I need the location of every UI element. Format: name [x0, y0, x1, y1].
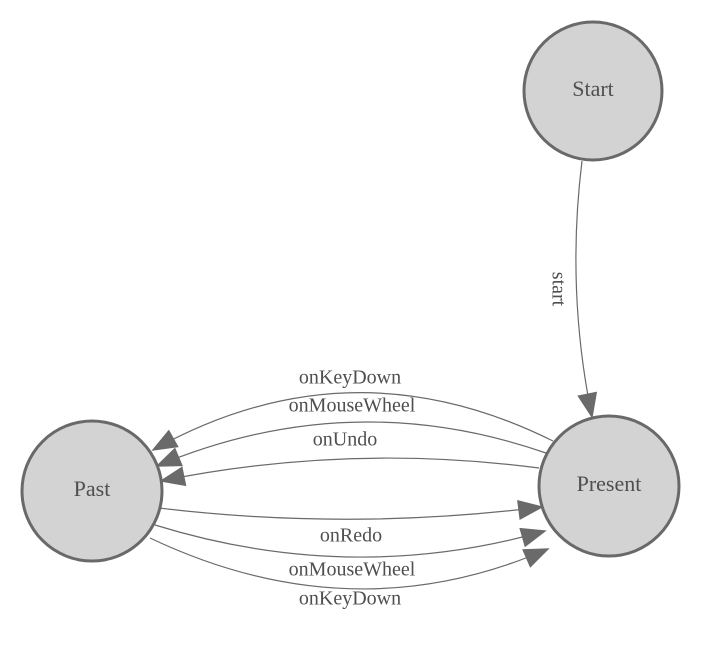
transition-edge-past-to-present-onkeydown — [149, 537, 550, 590]
transition-label-past-to-present-onmousewheel: onMouseWheel — [289, 559, 416, 581]
transition-edge-past-to-present-onredo — [158, 499, 544, 520]
transition-label-start-to-present: start — [547, 272, 569, 307]
state-node-start: Start — [522, 20, 664, 162]
state-circle-present — [537, 414, 681, 558]
transition-edge-present-to-past-onundo — [159, 457, 540, 487]
transition-label-present-to-past-onundo: onUndo — [313, 429, 377, 451]
transition-label-present-to-past-onmousewheel: onMouseWheel — [289, 395, 416, 417]
state-circle-past — [20, 419, 164, 563]
transition-edge-present-to-past-onmousewheel — [155, 421, 547, 467]
state-label-start: Start — [572, 76, 614, 101]
transition-label-past-to-present-onredo: onRedo — [320, 525, 382, 547]
state-label-present: Present — [577, 471, 642, 496]
state-circle-start — [522, 20, 664, 162]
transition-edge-start-to-present — [575, 160, 598, 419]
transition-label-past-to-present-onkeydown: onKeyDown — [299, 588, 401, 610]
transition-label-present-to-past-onkeydown: onKeyDown — [299, 367, 401, 389]
state-node-present: Present — [537, 414, 681, 558]
state-node-past: Past — [20, 419, 164, 563]
transition-edge-present-to-past-onkeydown — [151, 392, 554, 451]
state-label-past: Past — [74, 476, 111, 501]
transition-edge-past-to-present-onmousewheel — [154, 524, 547, 558]
